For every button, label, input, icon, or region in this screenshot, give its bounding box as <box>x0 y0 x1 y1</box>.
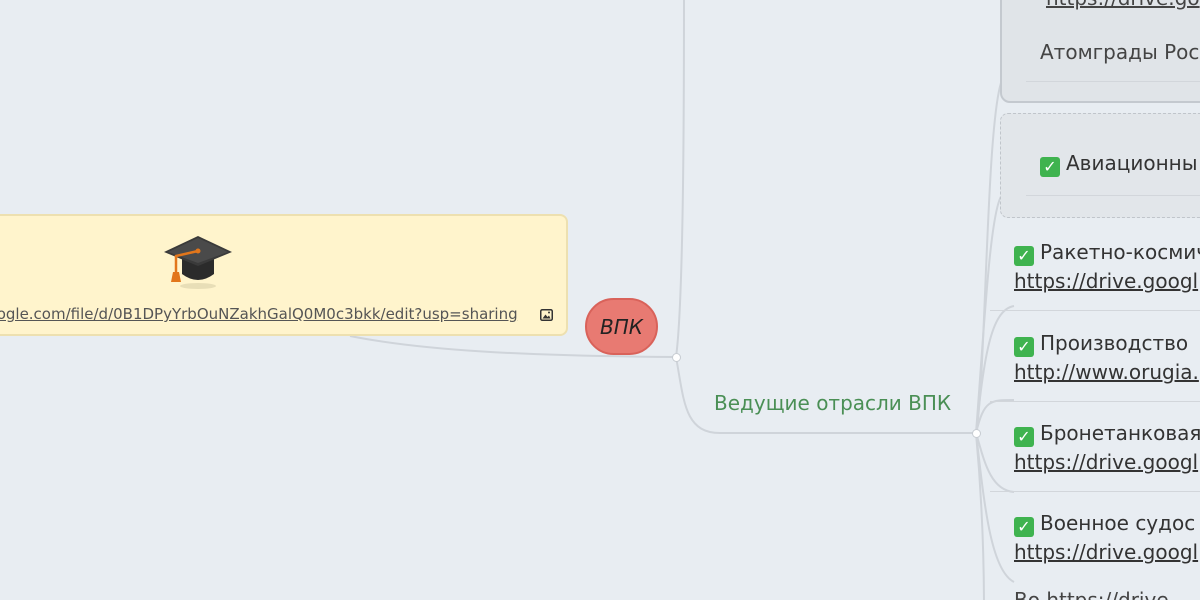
check-icon: ✓ <box>1014 517 1034 537</box>
item-link[interactable]: https://drive.googl <box>1014 269 1199 293</box>
list-item[interactable]: ✓ Производство http://www.orugia. <box>1014 329 1199 387</box>
check-icon: ✓ <box>1014 427 1034 447</box>
aviation-label: Авиационны <box>1066 151 1198 175</box>
item-link[interactable]: https://drive.googl <box>1014 450 1199 474</box>
item-divider <box>990 401 1200 402</box>
note-card[interactable] <box>0 214 568 336</box>
item-link[interactable]: https://drive.googl <box>1014 540 1199 564</box>
branch-junction-dot[interactable] <box>972 429 981 438</box>
top-card-text: Атомграды Рос <box>1040 40 1200 64</box>
check-icon: ✓ <box>1014 246 1034 266</box>
item-label: Ракетно-космич <box>1040 240 1200 264</box>
aviation-item[interactable]: ✓ Авиационны <box>1040 151 1198 177</box>
aviation-card[interactable] <box>1000 113 1200 218</box>
aviation-divider <box>1026 195 1200 196</box>
check-icon: ✓ <box>1040 157 1060 177</box>
root-node[interactable]: ВПК <box>585 298 658 355</box>
top-card-link[interactable]: https://drive.go <box>1046 0 1200 10</box>
image-icon[interactable] <box>540 309 553 321</box>
list-item[interactable]: ✓ Ракетно-космич https://drive.googl <box>1014 238 1200 296</box>
check-icon: ✓ <box>1014 337 1034 357</box>
top-card-divider <box>1026 81 1200 82</box>
item-link[interactable]: http://www.orugia. <box>1014 360 1199 384</box>
top-card[interactable] <box>1000 0 1200 103</box>
item-label: Производство <box>1040 331 1189 355</box>
bottom-item-partial[interactable]: Во https://drive <box>1014 588 1169 600</box>
root-label: ВПК <box>600 314 643 339</box>
junction-dot[interactable] <box>672 353 681 362</box>
branch-label[interactable]: Ведущие отрасли ВПК <box>714 391 952 415</box>
list-item[interactable]: ✓ Бронетанковая https://drive.googl <box>1014 419 1200 477</box>
item-label: Бронетанковая <box>1040 421 1200 445</box>
graduation-cap-icon <box>164 236 232 289</box>
list-item[interactable]: ✓ Военное судос https://drive.googl <box>1014 509 1198 567</box>
item-divider <box>990 310 1200 311</box>
item-label: Военное судос <box>1040 511 1196 535</box>
item-divider <box>990 491 1200 492</box>
note-link[interactable]: google.com/file/d/0B1DPyYrbOuNZakhGalQ0M… <box>0 305 518 323</box>
